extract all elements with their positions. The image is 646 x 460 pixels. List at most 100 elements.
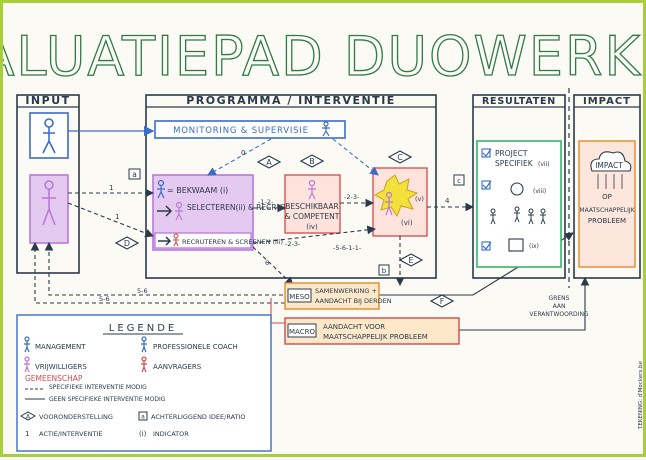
beschikbaar-node (284, 174, 341, 234)
result-indicator-ix: (ix) (529, 243, 539, 250)
grens-line3: VERANTWOORDING (529, 311, 589, 318)
recruteren-arrow-icon (158, 236, 172, 246)
programma-heading: PROGRAMMA / INTERVENTIE (186, 94, 396, 107)
outcome-indicator-vi: (vi) (401, 219, 413, 227)
label-four: 4 (445, 197, 450, 205)
arrow-meso-input (44, 241, 283, 296)
marker-small-c-text: c (457, 177, 461, 185)
cloud-icon (590, 151, 632, 172)
monitoring-label: MONITORING & SUPERVISIE (173, 126, 309, 136)
impact-section (573, 94, 641, 279)
credit-text: TEKENING: d'Mockers.be (638, 360, 644, 430)
label-zero: 0 (241, 149, 245, 157)
outcome-figure-icon (385, 191, 393, 216)
legend-applicant-icon (141, 356, 147, 373)
diagram-svg: EVALUATIEPAD DUOWERKING INPUT PROGRAMMA … (3, 24, 646, 452)
monitoring-figure-icon (322, 121, 330, 137)
selecteren-figure-icon (175, 201, 183, 221)
legend-sym-a-diamond: A (26, 414, 31, 421)
project-indicator: (vii) (538, 161, 550, 168)
legend-diamond-icon (19, 411, 37, 421)
starburst-icon (373, 174, 419, 218)
selecteren-text: SELECTEREN(ii) & RECRUTEREN (187, 203, 307, 212)
arrow-volunteer-recruit (67, 202, 155, 238)
arrow-macro-impact (459, 276, 590, 331)
beschikbaar-line2: & COMPETENT (285, 212, 340, 221)
label-s56b: 5-6 (99, 295, 110, 303)
legend-coach: PROFESSIONELE COACH (153, 343, 238, 351)
marker-c-text: C (397, 153, 403, 162)
legend-management: MANAGEMENT (35, 343, 86, 351)
marker-e-text: E (408, 256, 413, 265)
impact-label-2: OP (602, 193, 612, 201)
legend-coach-icon (141, 336, 147, 353)
impact-label-3: MAATSCHAPPELIJK (579, 207, 635, 214)
legend-sym-i: (i) (139, 430, 147, 438)
macro-line1: AANDACHT VOOR (323, 323, 385, 331)
beschikbaar-figure-icon (308, 179, 316, 200)
marker-a-diamond: A (256, 155, 282, 169)
recruteren-node (154, 232, 252, 249)
project-line1: PROJECT (495, 149, 528, 158)
arrow-monitoring-outcome (332, 138, 379, 176)
legend-veronderstelling: VOORONDERSTELLING (39, 413, 113, 421)
label-one: 1 (109, 184, 113, 192)
volunteer-figure-icon (42, 180, 56, 226)
project-line2: SPECIFIEK (495, 159, 534, 168)
gift-icon (508, 238, 524, 252)
marker-f-diamond: F (429, 294, 455, 308)
bekwaam-label: = BEKWAAM (i) (167, 186, 228, 195)
marker-small-c: c (453, 174, 465, 186)
arrow-meso-input-b (30, 241, 285, 304)
selecteren-label: SELECTEREN(ii) & RECRUTEREN (187, 203, 307, 212)
legend-volunteer-icon (24, 356, 30, 373)
impact-heading: IMPACT (583, 96, 631, 107)
beschikbaar-indicator: (iv) (306, 223, 318, 231)
marker-small-a-text: a (132, 170, 137, 179)
arrow-meso-macro (270, 298, 285, 324)
label-five-six: -5-6-1-1- (333, 244, 362, 252)
legend-box (16, 314, 272, 452)
beschikbaar-line1: BESCHIKBAAR (285, 202, 338, 211)
legend-specifieke: SPECIFIEKE INTERVENTIE MODIG (49, 384, 147, 391)
results-panel (476, 140, 562, 268)
marker-d-diamond: D (114, 236, 140, 250)
legend-achterliggend: ACHTERLIGGEND IDEE/RATIO (151, 413, 246, 421)
bekwaam-figure-icon (157, 179, 165, 199)
checkmark-2-icon (482, 180, 492, 189)
input-section (16, 94, 80, 274)
marker-a-text: A (266, 158, 272, 167)
marker-e-diamond: E (398, 253, 424, 267)
legend-title: LEGENDE (109, 323, 177, 334)
label-one-b: 1 (115, 213, 119, 221)
monitoring-node (154, 120, 346, 139)
grens-line2: AAN (553, 303, 566, 310)
impact-label-1: IMPACT (595, 161, 623, 170)
resultaten-heading: RESULTATEN (482, 96, 556, 107)
meso-tag-box (287, 288, 312, 303)
checkbox-2-icon (481, 180, 491, 190)
checkmark-1-icon (482, 148, 492, 157)
selecteren-arrow-icon (157, 205, 173, 217)
fist-icon (510, 182, 524, 196)
arrow-recruit-meso (252, 246, 294, 286)
macro-tag: MACRO (289, 328, 315, 336)
title: EVALUATIEPAD DUOWERKING (3, 25, 646, 88)
marker-f-text: F (440, 297, 445, 306)
macro-tag-box (287, 323, 317, 338)
marker-small-a: a (128, 168, 141, 180)
legend-indicator: INDICATOR (153, 430, 189, 438)
meso-tag: MESO (289, 293, 310, 301)
legend-sym-a-square: a (141, 414, 145, 421)
label-six: 6 (265, 259, 269, 267)
input-heading: INPUT (25, 94, 70, 107)
legend-vrijwilligers: VRIJWILLIGERS (35, 363, 87, 371)
legend-aanvragers: AANVRAGERS (153, 363, 202, 371)
recruteren-label: RECRUTEREN & SCREENEN (iii) (182, 238, 283, 246)
marker-b-diamond: B (299, 154, 325, 168)
macro-line2: MAATSCHAPPELIJK PROBLEEM (323, 333, 428, 341)
legend-gemeenschap: GEMEENSCHAP (25, 374, 83, 383)
grens-line1: GRENS (549, 295, 570, 302)
arrow-monitoring-selection (207, 138, 272, 176)
